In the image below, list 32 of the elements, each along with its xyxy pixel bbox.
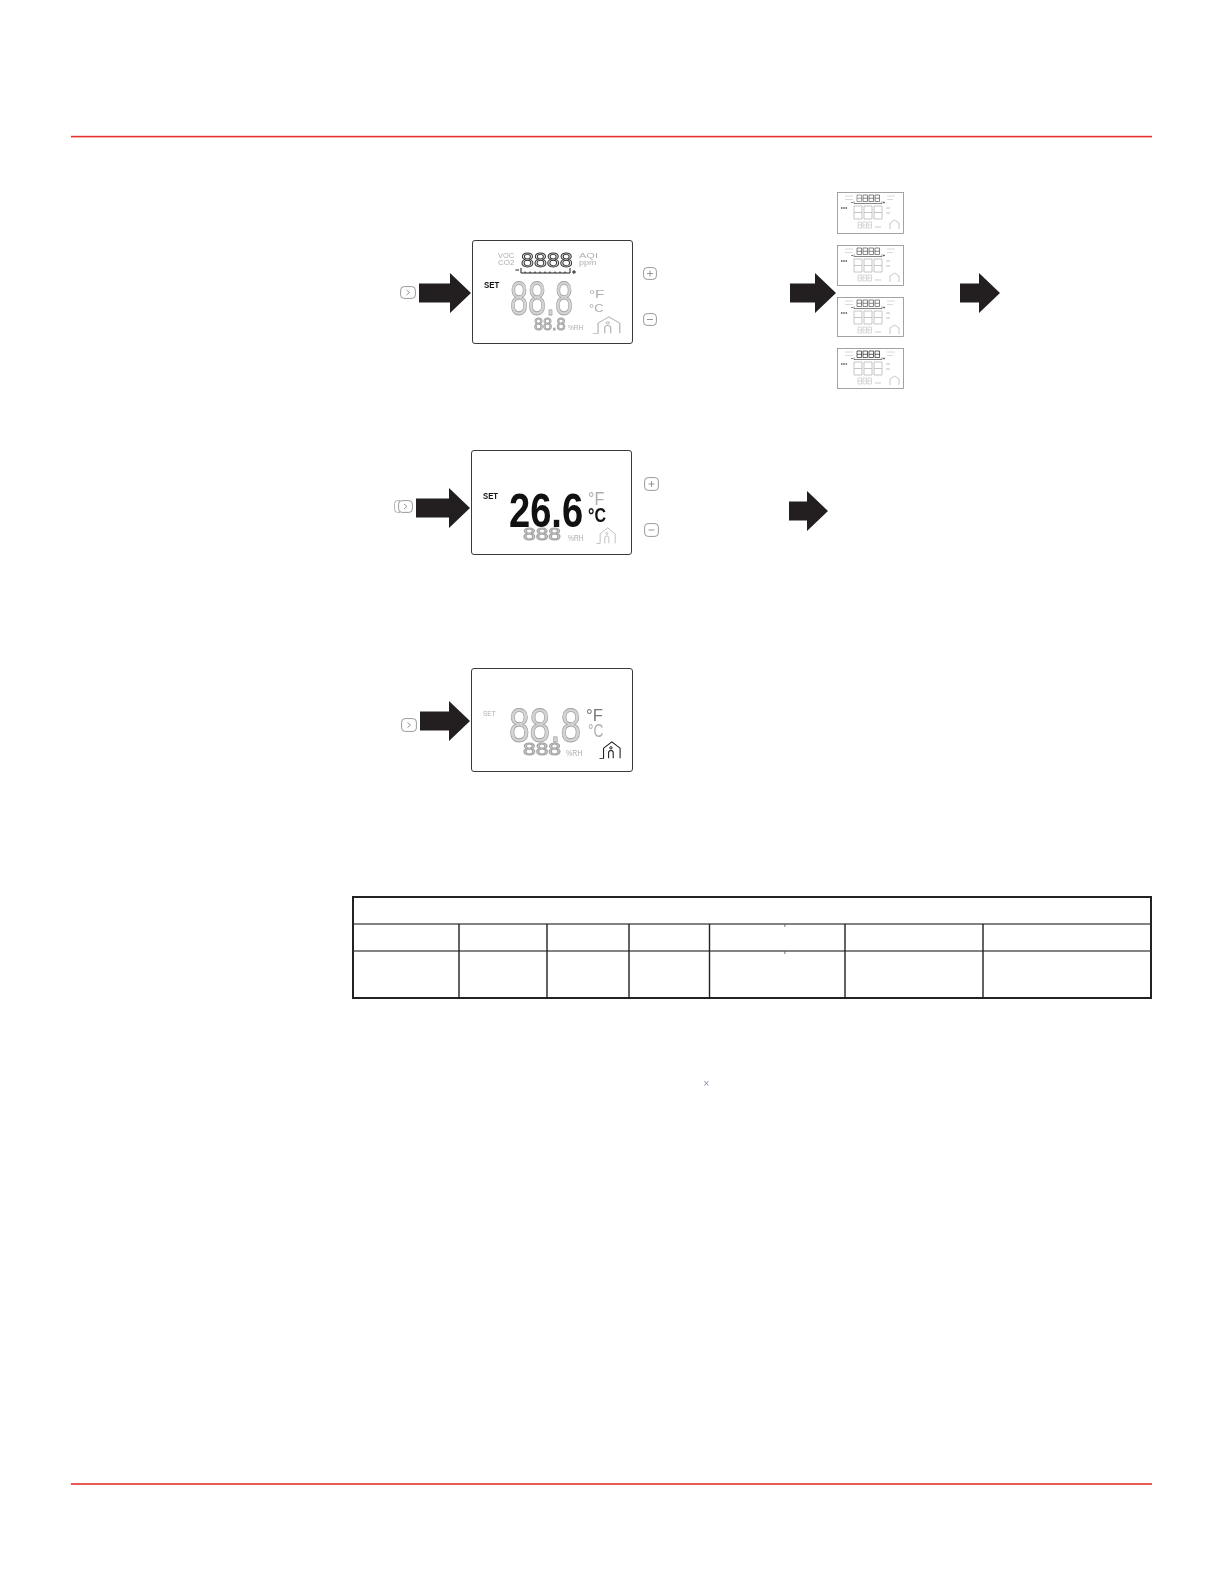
- mode-indicator: SET: [484, 281, 500, 289]
- unit-label: °C: [588, 507, 606, 523]
- lcd-thumbnail: [837, 192, 904, 234]
- block-arrow: [419, 273, 471, 313]
- segment-digits: 26.6: [509, 491, 584, 529]
- block-arrow: [420, 701, 470, 741]
- unit-label: °F: [586, 709, 603, 723]
- unit-label: °F: [589, 289, 605, 299]
- lcd-thumbnail: [837, 348, 904, 389]
- lcd-display: [472, 240, 633, 344]
- unit-label: %RH: [566, 749, 583, 757]
- segment-digits: 88.8: [534, 318, 566, 332]
- lcd-thumbnail: [837, 297, 904, 337]
- segment-digits: 8888: [521, 251, 573, 268]
- unit-label: °C: [589, 303, 604, 313]
- arrow-key-icon: [401, 718, 417, 732]
- segment-digits: 888: [523, 528, 561, 542]
- segment-digits: 88.8: [510, 279, 574, 317]
- unit-label: °C: [588, 724, 604, 739]
- unit-label: °F: [588, 492, 605, 507]
- lcd-thumbnail: [837, 245, 904, 286]
- mode-indicator: SET: [483, 491, 498, 500]
- multiplication-sign: ×: [703, 1080, 710, 1088]
- arrow-key-icon: [394, 500, 413, 513]
- arrow-key-icon: [400, 286, 416, 299]
- block-arrow: [416, 488, 470, 528]
- segment-digits: 88.8: [509, 706, 582, 744]
- lcd-display: [471, 450, 632, 555]
- block-arrow: [790, 273, 836, 313]
- unit-label: %RH: [568, 534, 584, 542]
- lcd-display: [471, 668, 633, 772]
- segment-digits: 888: [523, 743, 561, 757]
